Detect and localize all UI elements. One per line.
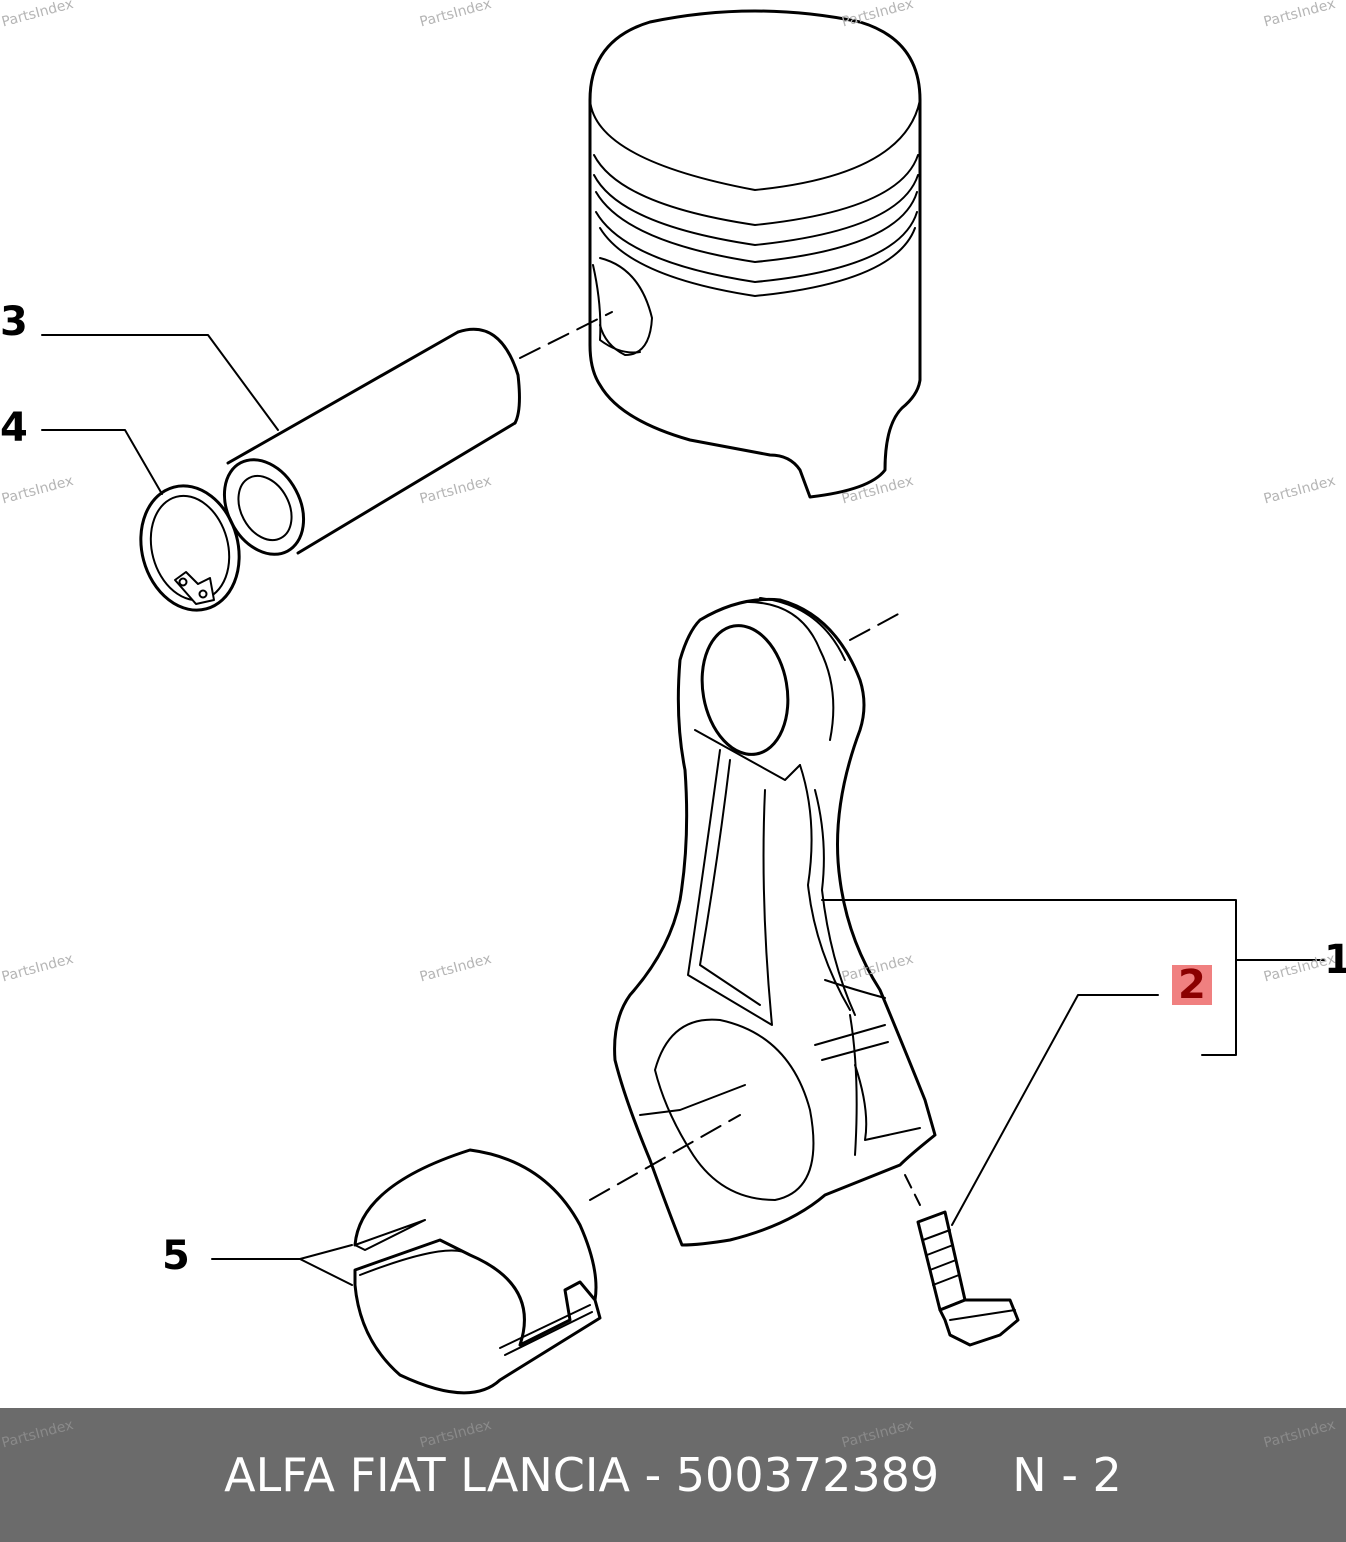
footer-bar: PartsIndex PartsIndex PartsIndex PartsIn… bbox=[0, 1408, 1346, 1542]
callout-1[interactable]: 1 bbox=[1324, 937, 1346, 983]
callout-3[interactable]: 3 bbox=[0, 299, 28, 345]
connecting-rod-drawing bbox=[613, 597, 937, 1247]
snap-ring-drawing bbox=[139, 484, 241, 612]
piston-drawing bbox=[588, 9, 922, 499]
rod-bolt-drawing bbox=[916, 1210, 1020, 1347]
callout-2-highlighted[interactable]: 2 bbox=[1172, 965, 1212, 1005]
piston-pin-drawing bbox=[222, 327, 521, 556]
bearing-shell-drawing bbox=[353, 1148, 602, 1395]
exploded-parts-diagram bbox=[41, 9, 1325, 1395]
callout-5[interactable]: 5 bbox=[162, 1233, 190, 1279]
callout-4[interactable]: 4 bbox=[0, 405, 28, 451]
leader-lines bbox=[41, 334, 1325, 1286]
footer-part-info: ALFA FIAT LANCIA - 500372389 N - 2 bbox=[224, 1448, 1122, 1502]
